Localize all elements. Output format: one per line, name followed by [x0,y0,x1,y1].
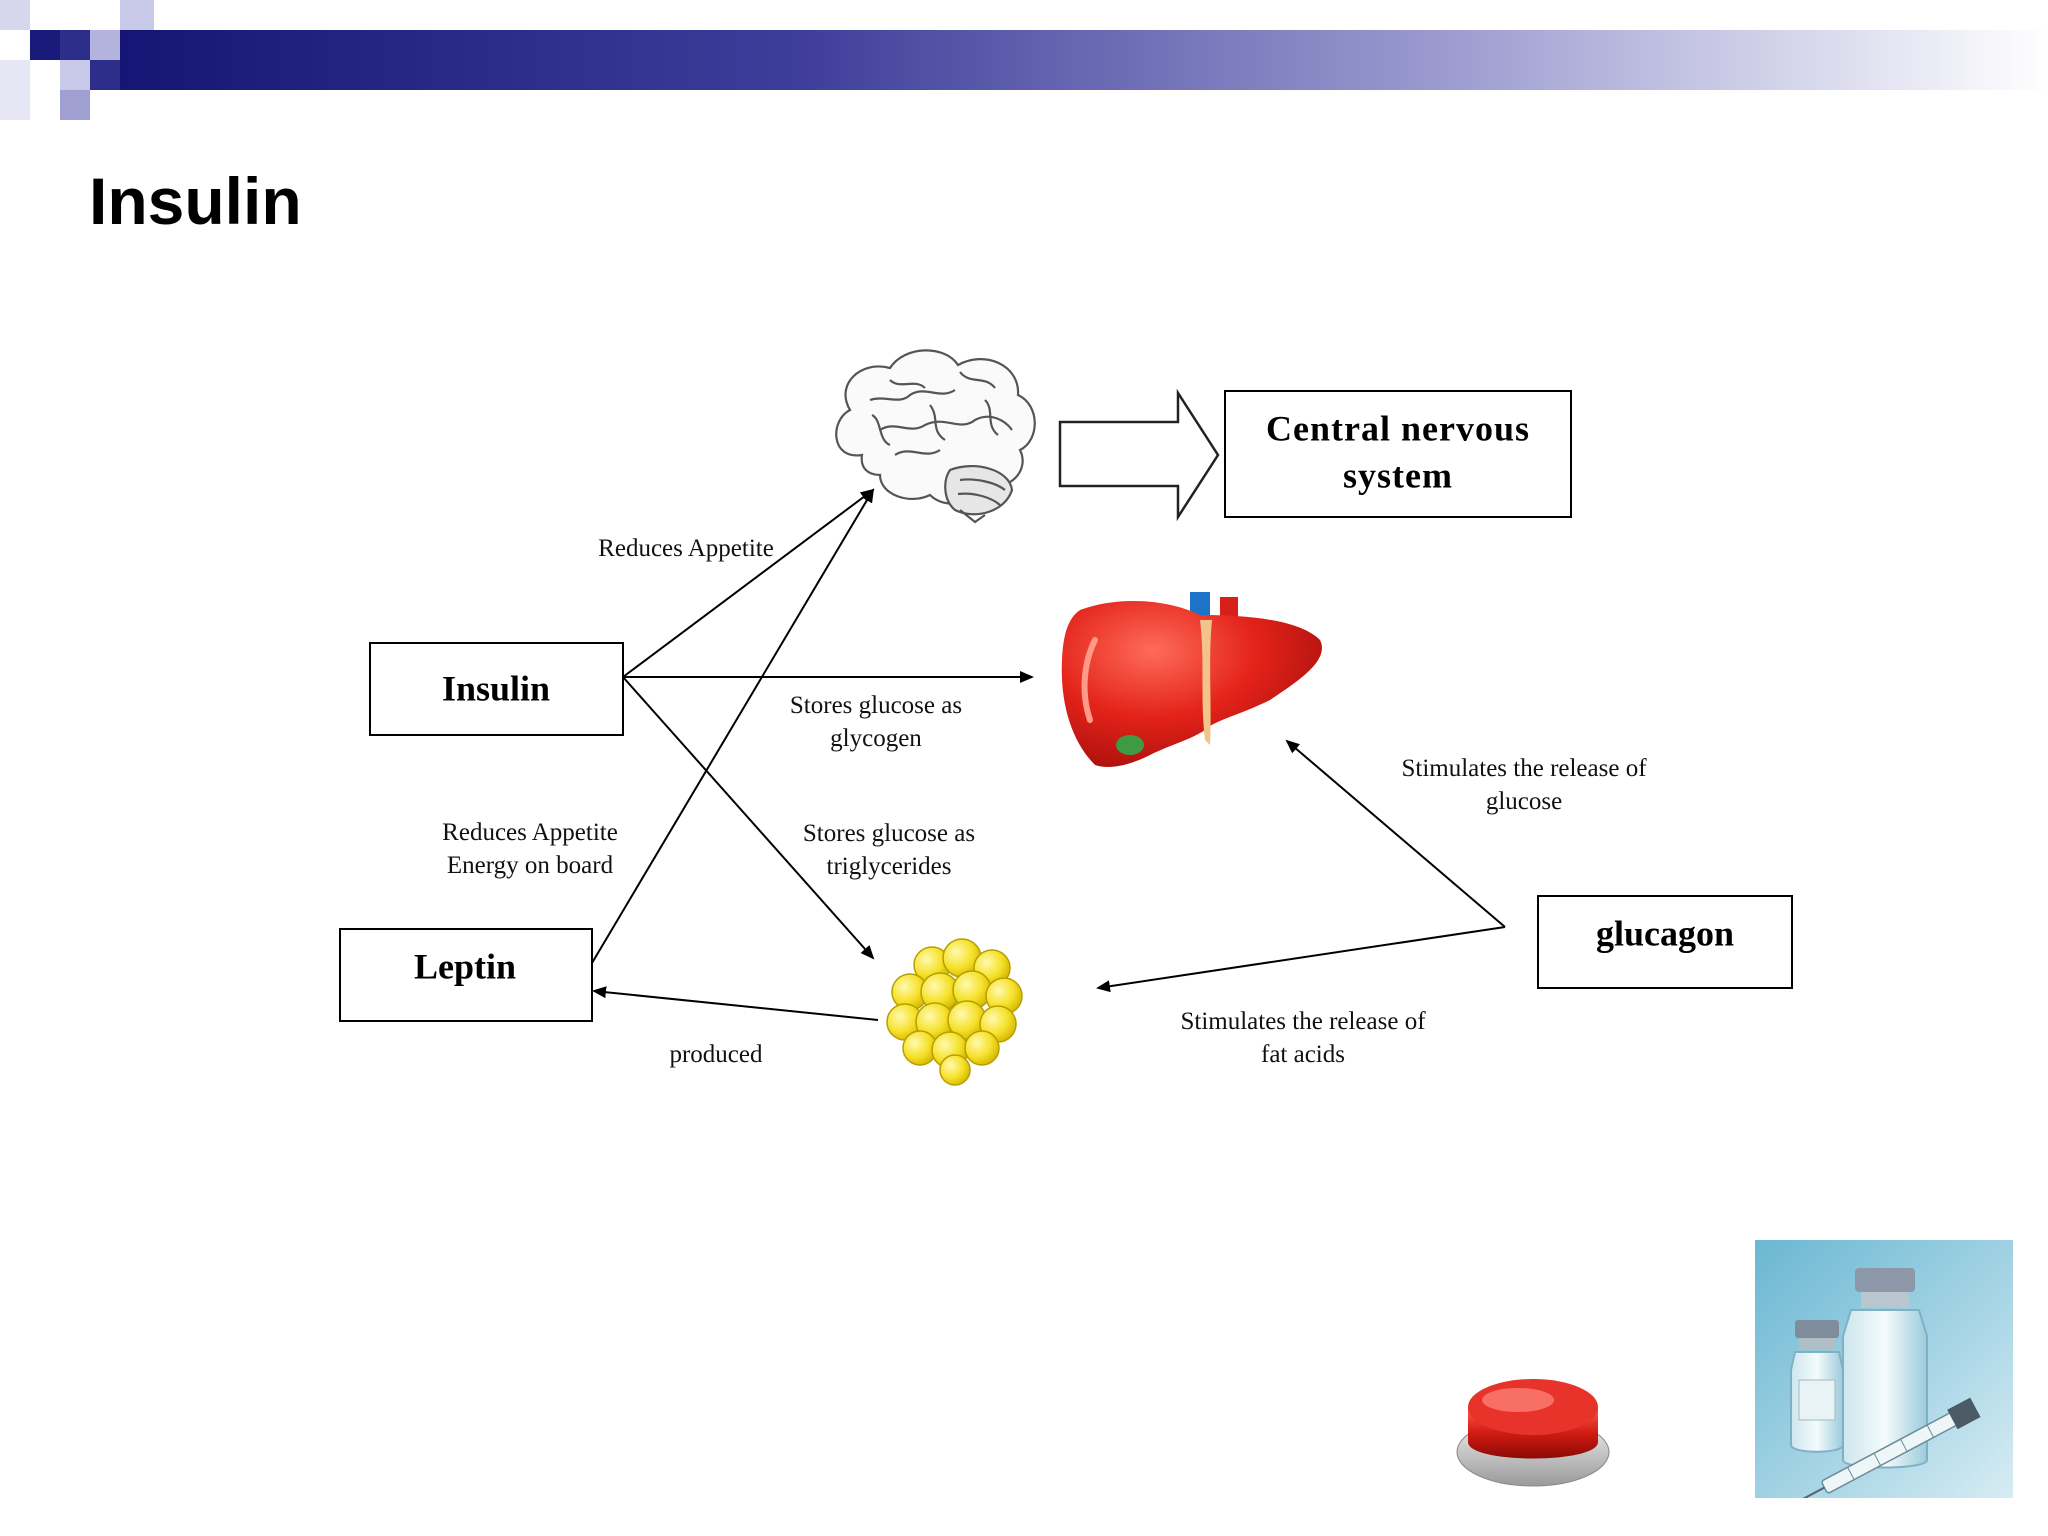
label-glucagon-to-fat-line2: fat acids [1261,1041,1345,1068]
label-insulin-to-fat-line2: triglycerides [827,853,952,880]
arrow-leptin-to-brain [591,488,875,964]
label-insulin-to-fat-line1: Stores glucose as [803,820,975,847]
hollow-arrow-icon [1058,388,1220,522]
slide-title: Insulin [89,164,302,238]
label-leptin-to-brain-line1: Reduces Appetite [442,819,618,846]
cns-box-label-line1: Central nervous [1266,408,1530,448]
arrow-insulin-to-fat [622,676,875,960]
connectors [591,488,1506,1021]
insulin-box-label: Insulin [442,668,550,708]
arrow-glucagon-to-liver [1285,739,1506,928]
label-glucagon-to-fat-line1: Stimulates the release of [1180,1008,1426,1035]
label-glucagon-to-liver-line1: Stimulates the release of [1401,755,1647,782]
label-leptin-to-brain-line2: Energy on board [447,852,614,879]
glucagon-box: glucagon [1537,895,1793,989]
label-insulin-to-liver-line2: glycogen [830,725,922,752]
cns-box-label-line2: system [1343,455,1453,495]
header-banner [0,0,2048,120]
arrow-insulin-to-brain [622,488,875,678]
leptin-box-label: Leptin [414,946,516,986]
label-fat-to-leptin: produced [669,1041,763,1068]
label-insulin-to-brain: Reduces Appetite [598,535,774,562]
vial-syringe-photo-icon [1755,1240,2013,1498]
glucagon-box-label: glucagon [1596,913,1734,953]
arrow-fat-to-leptin [592,986,879,1021]
label-insulin-to-liver-line1: Stores glucose as [790,692,962,719]
leptin-box: Leptin [339,928,593,1022]
brain-icon [835,349,1036,524]
red-push-button-icon [1456,1379,1610,1487]
cns-box: Central nervous system [1224,390,1572,518]
arrow-glucagon-to-fat [1096,926,1506,993]
liver-icon [1061,592,1322,767]
insulin-box: Insulin [369,642,624,736]
fat-cells-icon [886,938,1023,1086]
label-glucagon-to-liver-line2: glucose [1486,788,1562,815]
